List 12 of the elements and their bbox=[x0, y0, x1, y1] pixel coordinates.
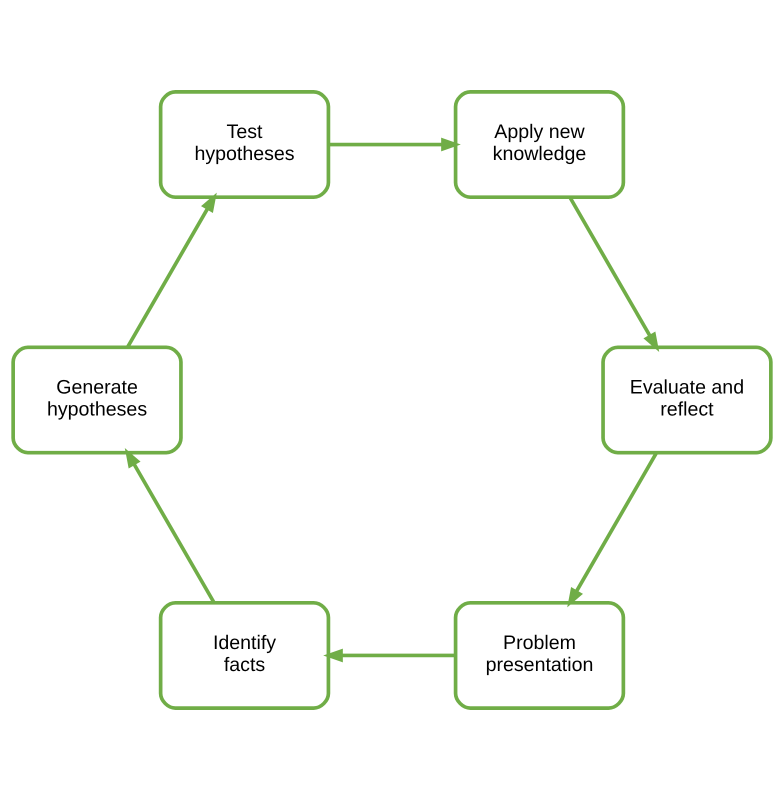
arrow bbox=[126, 192, 217, 348]
arrow bbox=[323, 648, 456, 662]
node-box: Problem presentation bbox=[454, 600, 626, 710]
node-box: Evaluate and reflect bbox=[601, 346, 773, 454]
arrow bbox=[328, 138, 461, 152]
node-box: Generate hypotheses bbox=[11, 346, 183, 454]
node-box: Apply new knowledge bbox=[454, 90, 626, 200]
arrow bbox=[567, 452, 658, 608]
arrow bbox=[568, 196, 660, 352]
node-box: Identify facts bbox=[158, 600, 330, 710]
arrow bbox=[124, 448, 216, 604]
node-box: Test hypotheses bbox=[158, 90, 330, 200]
